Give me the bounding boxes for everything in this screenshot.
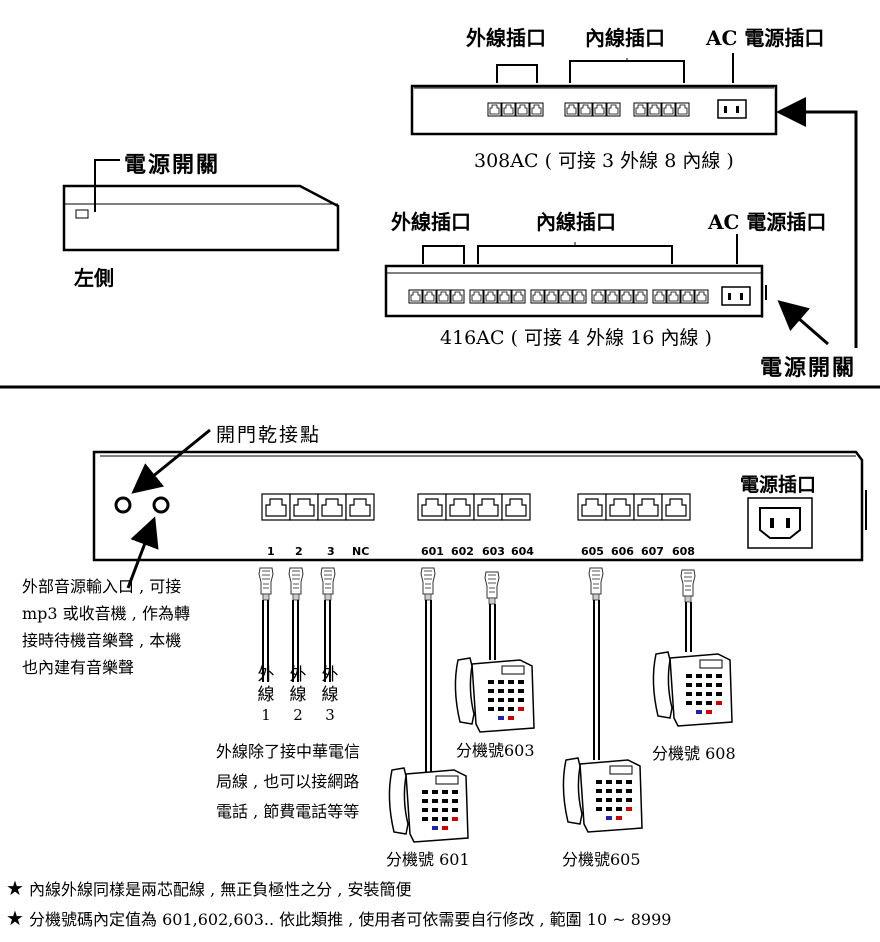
outer-line-3-label: 外 線 3 xyxy=(320,665,340,725)
outer-line-num: 3 xyxy=(325,706,335,724)
power-socket-label: 電源插口 xyxy=(740,474,817,496)
port-label: 605 xyxy=(581,545,604,558)
308-ac-socket xyxy=(717,99,747,119)
416-inner-label: 內線插口 xyxy=(536,210,616,234)
416-ac-label: AC 電源插口 xyxy=(708,210,827,234)
port-label: 1 xyxy=(267,545,275,558)
unit-rear-panel xyxy=(92,450,867,562)
outer-line-note: 外線除了接中華電信 局線 , 也可以接網路 電話 , 節費電話等等 xyxy=(216,737,360,827)
star-icon: ★ xyxy=(6,906,24,930)
door-contact-label: 開門乾接點 xyxy=(216,424,322,446)
outer-line-num: 1 xyxy=(261,706,271,724)
side-view xyxy=(62,159,340,252)
308-outer-ports xyxy=(487,102,544,117)
outer-note-line: 外線除了接中華電信 xyxy=(216,742,361,761)
port-label: 602 xyxy=(451,545,474,558)
note-1: ★ 內線外線同樣是兩芯配線 , 無正負極性之分 , 安裝簡便 xyxy=(6,876,412,900)
outer-note-line: 電話 , 節費電話等等 xyxy=(216,802,360,821)
port-label: 604 xyxy=(511,545,534,558)
outer-line-char: 線 xyxy=(321,685,339,705)
outer-line-1-label: 外 線 1 xyxy=(256,665,276,725)
side-label: 左側 xyxy=(74,266,114,290)
outer-line-char: 外 xyxy=(289,665,307,685)
port-label: 607 xyxy=(641,545,664,558)
note-text: 內線外線同樣是兩芯配線 , 無正負極性之分 , 安裝簡便 xyxy=(29,880,412,899)
ext-port-group-605 xyxy=(577,493,691,521)
outer-line-char: 外 xyxy=(257,665,275,685)
outer-line-2-label: 外 線 2 xyxy=(288,665,308,725)
unit-416ac xyxy=(384,234,767,318)
416-caption: 416AC ( 可接 4 外線 16 內線 ) xyxy=(440,327,712,349)
416-ac-socket xyxy=(721,286,751,306)
phone-601 xyxy=(388,767,469,843)
outer-line-char: 線 xyxy=(257,685,275,705)
audio-note-line: mp3 或收音機 , 作為轉 xyxy=(22,604,190,623)
audio-input-note: 外部音源輸入口 , 可接 mp3 或收音機 , 作為轉 接時待機音樂聲 , 本機… xyxy=(22,573,190,681)
outer-line-plugs xyxy=(258,567,336,682)
power-arrows xyxy=(776,97,858,348)
308-caption: 308AC ( 可接 3 外線 8 內線 ) xyxy=(474,150,734,172)
door-contact-arrow xyxy=(131,428,211,494)
port-label: 606 xyxy=(611,545,634,558)
308-outer-label: 外線插口 xyxy=(466,26,546,50)
star-icon: ★ xyxy=(6,876,24,900)
port-label: NC xyxy=(352,545,370,558)
bottom-diagram xyxy=(92,428,867,843)
outer-line-char: 外 xyxy=(321,665,339,685)
door-contact-jack xyxy=(114,496,132,514)
416-outer-label: 外線插口 xyxy=(391,210,471,234)
ext-608-label: 分機號 608 xyxy=(652,744,736,763)
phone-603 xyxy=(454,657,535,733)
outer-line-num: 2 xyxy=(293,706,303,724)
ac-socket xyxy=(747,497,813,549)
note-text: 分機號碼內定值為 601,602,603.. 依此類推 , 使用者可依需要自行修… xyxy=(29,910,672,929)
416-outer-ports xyxy=(408,289,465,304)
ext-port-group-601 xyxy=(417,493,531,521)
outer-port-group xyxy=(261,493,375,521)
outer-line-char: 線 xyxy=(289,685,307,705)
unit-308ac xyxy=(410,53,778,136)
phone-608 xyxy=(652,651,733,727)
port-label: 608 xyxy=(672,545,695,558)
ext-605-label: 分機號605 xyxy=(562,850,641,869)
audio-note-line: 接時待機音樂聲 , 本機 xyxy=(22,631,182,650)
port-label: 3 xyxy=(327,545,335,558)
ext-601-label: 分機號 601 xyxy=(386,850,470,869)
phone-605 xyxy=(562,757,643,833)
port-label: 2 xyxy=(295,545,303,558)
extension-plugs xyxy=(420,567,696,774)
audio-input-arrow xyxy=(126,516,159,589)
top-diagram xyxy=(0,53,880,389)
port-label: 601 xyxy=(421,545,444,558)
ext-603-label: 分機號603 xyxy=(456,741,535,760)
audio-note-line: 外部音源輸入口 , 可接 xyxy=(22,577,182,596)
port-label: 603 xyxy=(482,545,505,558)
outer-note-line: 局線 , 也可以接網路 xyxy=(216,772,360,791)
note-2: ★ 分機號碼內定值為 601,602,603.. 依此類推 , 使用者可依需要自… xyxy=(6,906,671,930)
right-power-switch-label: 電源開關 xyxy=(760,355,857,381)
308-ac-label: AC 電源插口 xyxy=(706,26,825,50)
audio-note-line: 也內建有音樂聲 xyxy=(22,658,135,677)
audio-input-jack xyxy=(152,496,170,514)
308-inner-label: 內線插口 xyxy=(585,26,665,50)
side-power-switch-label: 電源開關 xyxy=(124,152,221,178)
